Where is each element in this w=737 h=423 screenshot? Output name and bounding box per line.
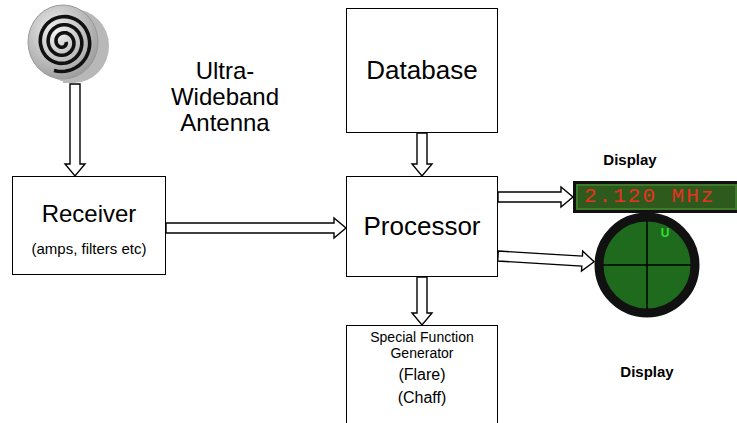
crosshair-line <box>603 264 691 266</box>
antenna-icon: Ultra- Wideband Antenna <box>25 2 110 84</box>
box-note: (amps, filters etc) <box>31 240 146 257</box>
scope-drawing <box>594 212 700 318</box>
box-title: Processor <box>363 211 480 242</box>
display-label: Display <box>594 363 700 380</box>
hollow-arrow <box>166 218 346 238</box>
box-title: Database <box>366 55 477 86</box>
spiral-element <box>40 17 89 72</box>
receiver-box: Receiver (amps, filters etc) <box>12 176 166 275</box>
box-note: (Flare) <box>398 365 445 384</box>
processor-box: Processor <box>346 176 498 277</box>
scope-screen <box>599 217 695 313</box>
radar-display: UDisplay <box>594 212 700 318</box>
scope-symbol: U <box>657 226 673 240</box>
hollow-arrow <box>412 277 432 325</box>
box-title: Special Function Generator <box>347 329 497 361</box>
frequency-readout: 2.120 MHz <box>576 184 737 210</box>
frequency-display: Display2.120 MHz <box>573 181 737 213</box>
database-box: Database <box>346 8 498 133</box>
special-function-box: Special Function Generator (Flare) (Chaff) <box>346 325 498 423</box>
box-note: (Chaff) <box>398 388 447 407</box>
hollow-arrow <box>412 133 432 176</box>
hollow-arrow <box>65 84 85 176</box>
display-label: Display <box>590 151 670 168</box>
antenna-drawing <box>25 2 110 84</box>
antenna-label: Ultra- Wideband Antenna <box>163 58 287 136</box>
hollow-arrow <box>498 187 573 207</box>
hollow-arrow <box>498 251 594 271</box>
antenna-face <box>28 5 98 79</box>
box-title: Receiver <box>42 200 137 228</box>
